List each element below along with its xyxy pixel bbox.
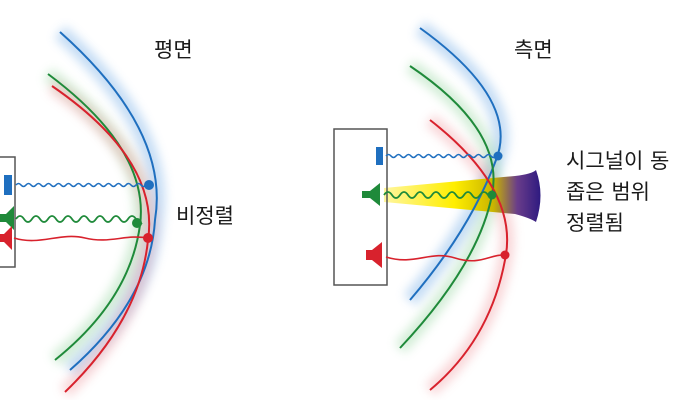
green-speaker-icon-side [362,183,380,206]
red-wavefront-arc-side [429,119,509,391]
aligned-label-line-3: 정렬됨 [566,211,624,235]
green-wave-icon-side [383,191,493,199]
blue-focus-point [144,180,154,190]
blue-focus-point-side [493,151,503,161]
green-focus-point [132,218,142,228]
green-wave-icon [15,215,143,225]
left-panel [0,26,165,398]
green-speaker-icon [0,206,14,230]
misaligned-label: 비정렬 [176,204,234,228]
red-focus-point [143,233,153,243]
blue-speaker-icon [4,175,12,195]
green-focus-point-side [487,190,497,200]
aligned-label-line-2: 좁은 범위 [566,180,650,204]
red-wave-icon [13,235,149,242]
red-wave-icon-side [385,254,506,262]
speaker-enclosure-side [333,128,388,286]
left-panel-title: 평면 [154,38,193,62]
red-focus-point-side [500,250,510,260]
aligned-label: 시그널이 동 좁은 범위 정렬됨 [566,146,669,239]
red-speaker-icon [0,226,12,250]
aligned-label-line-1: 시그널이 동 [566,149,670,173]
right-panel [333,21,541,396]
blue-wave-icon-side [385,153,503,159]
right-panel-title: 측면 [514,38,553,62]
blue-wavefront-arc [59,31,158,371]
blue-wave-icon [15,182,151,188]
red-speaker-icon-side [366,242,382,268]
blue-speaker-icon-side [376,147,383,165]
